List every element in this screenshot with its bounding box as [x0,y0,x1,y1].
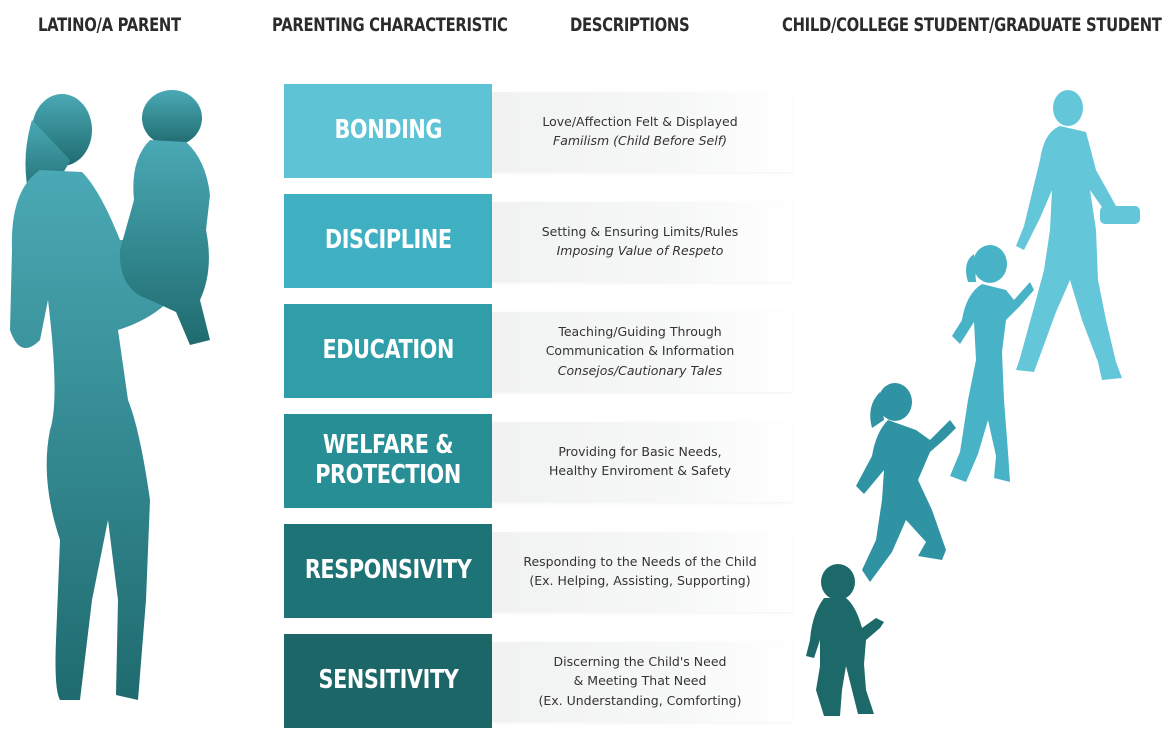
desc-responsivity: Responding to the Needs of the Child (Ex… [523,553,757,588]
toddler-silhouette [806,564,884,716]
row-welfare-protection: WELFARE & PROTECTION Providing for Basic… [284,414,844,508]
row-responsivity: RESPONSIVITY Responding to the Needs of … [284,524,844,618]
desc-panel [492,532,792,612]
row-education: EDUCATION Teaching/Guiding Through Commu… [284,304,844,398]
teen-girl-silhouette [950,245,1034,482]
characteristics-list: BONDING Love/Affection Felt & Displayed … [284,84,844,744]
desc-panel [492,642,792,722]
row-bonding: BONDING Love/Affection Felt & Displayed … [284,84,844,178]
row-discipline: DISCIPLINE Setting & Ensuring Limits/Rul… [284,194,844,288]
label-discipline: DISCIPLINE [284,194,492,288]
desc-education: Teaching/Guiding Through Communication &… [545,323,735,378]
parent-holding-child-silhouette [10,90,210,700]
desc-bonding: Love/Affection Felt & Displayed Familism… [542,113,738,148]
row-sensitivity: SENSITIVITY Discerning the Child's Need … [284,634,844,728]
desc-discipline: Setting & Ensuring Limits/Rules Imposing… [541,223,739,258]
label-sensitivity: SENSITIVITY [284,634,492,728]
desc-panel [492,422,792,502]
header-child: CHILD/COLLEGE STUDENT/GRADUATE STUDENT [782,14,1162,36]
header-descriptions: DESCRIPTIONS [570,14,690,36]
label-responsivity: RESPONSIVITY [284,524,492,618]
header-parent: LATINO/A PARENT [38,14,181,36]
desc-panel [492,92,792,172]
desc-panel [492,202,792,282]
label-bonding: BONDING [284,84,492,178]
label-welfare-protection: WELFARE & PROTECTION [284,414,492,508]
adult-woman-silhouette [1016,90,1140,380]
desc-panel [492,312,792,392]
running-girl-silhouette [856,383,956,582]
header-characteristic: PARENTING CHARACTERISTIC [272,14,508,36]
desc-sensitivity: Discerning the Child's Need & Meeting Th… [538,653,742,708]
desc-welfare-protection: Providing for Basic Needs, Healthy Envir… [549,443,731,478]
label-education: EDUCATION [284,304,492,398]
